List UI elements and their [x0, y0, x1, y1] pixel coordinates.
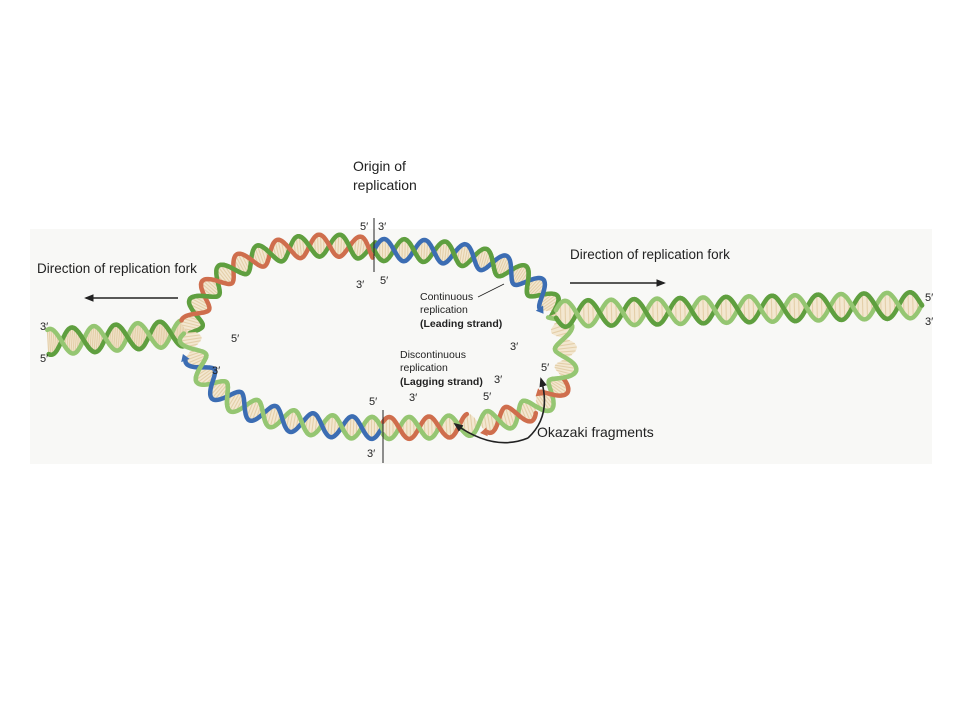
okazaki-fragment [380, 411, 470, 442]
end-label-upper-left-new-5: 5′ [231, 333, 239, 345]
lower-left-arm-strand-arrowhead [181, 354, 190, 363]
okazaki-fragment [484, 404, 539, 436]
okazaki-arrow-up [527, 377, 547, 439]
upper-right-arm-parental-strand-front [371, 236, 561, 320]
end-label-origin-bottom-5: 5′ [369, 396, 377, 408]
right-duplex-parental-strand-front [553, 290, 925, 330]
origin-label-line2: replication [353, 177, 417, 193]
leading-strand-leader-line [477, 283, 505, 298]
end-label-left-bottom: 5′ [40, 353, 48, 365]
upper-right-arm-strand-arrowhead [535, 305, 544, 314]
okazaki-fragment-arrowhead [480, 427, 488, 437]
dna-helices [45, 232, 925, 442]
leading-label-line3: (Leading strand) [420, 318, 502, 330]
end-label-lower-left-new-3: 3′ [212, 365, 220, 377]
okazaki-fragment-arrowhead [535, 388, 544, 397]
end-label-origin-top-3: 3′ [378, 221, 386, 233]
end-label-lagging-5: 5′ [541, 362, 549, 374]
direction-label-right: Direction of replication fork [570, 247, 730, 262]
end-label-lagging-3: 3′ [494, 374, 502, 386]
end-label-leading-3: 3′ [510, 341, 518, 353]
end-label-right-bottom: 3′ [925, 316, 933, 328]
lower-right-arm-base-pairs [383, 310, 577, 439]
end-label-origin-bottom-inner-3: 3′ [409, 392, 417, 404]
okazaki-arrow-left [453, 422, 529, 444]
end-label-right-top: 5′ [925, 292, 933, 304]
direction-label-left: Direction of replication fork [37, 261, 197, 276]
end-label-origin-top-inner-3: 3′ [356, 279, 364, 291]
upper-left-arm-new-strand [179, 232, 375, 323]
end-label-left-top: 3′ [40, 321, 48, 333]
okazaki-fragment [538, 376, 571, 398]
leading-label-line2: replication [420, 304, 468, 316]
left-duplex-parental-strand-front [46, 319, 185, 358]
lower-left-arm-new-strand [183, 358, 386, 442]
lagging-label-line2: replication [400, 362, 448, 374]
origin-label-line1: Origin of [353, 158, 406, 174]
lagging-label-line1: Discontinuous [400, 349, 466, 361]
left-duplex-new-strand [45, 318, 192, 356]
upper-left-arm-parental-strand-front [187, 232, 360, 336]
end-label-origin-bottom-3: 3′ [367, 448, 375, 460]
end-label-lagging-5-inner: 5′ [483, 391, 491, 403]
okazaki-fragments-label: Okazaki fragments [537, 424, 654, 440]
end-label-origin-top-inner-5: 5′ [380, 275, 388, 287]
end-label-origin-top-5: 5′ [360, 221, 368, 233]
lagging-label-line3: (Lagging strand) [400, 376, 483, 388]
right-duplex-new-strand [553, 290, 925, 329]
lower-left-arm-parental-strand-front [177, 331, 386, 441]
leading-label-line1: Continuous [420, 291, 473, 303]
